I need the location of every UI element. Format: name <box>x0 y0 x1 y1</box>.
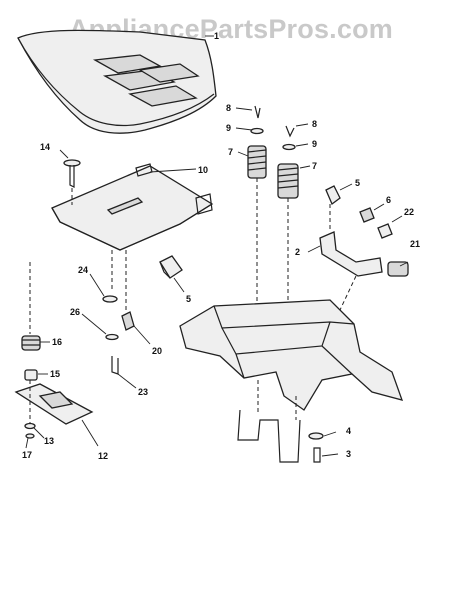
callout-7-right: 7 <box>312 161 317 171</box>
frame <box>179 299 404 463</box>
bracket-assembly <box>319 185 409 311</box>
callout-1: 1 <box>214 31 219 41</box>
callout-12: 12 <box>98 451 108 461</box>
callout-22: 22 <box>404 207 414 217</box>
callout-10: 10 <box>198 165 208 175</box>
callout-16: 16 <box>52 337 62 347</box>
bolt-14 <box>63 159 81 205</box>
callout-3: 3 <box>346 449 351 459</box>
washers-and-bolts <box>102 250 135 375</box>
seat-pan <box>51 163 214 251</box>
washer-bolt-4-3 <box>308 432 324 463</box>
callout-5-lower: 5 <box>186 294 191 304</box>
callout-5-upper: 5 <box>355 178 360 188</box>
callout-17: 17 <box>22 450 32 460</box>
callout-7-left: 7 <box>228 147 233 157</box>
callout-14: 14 <box>40 142 50 152</box>
callout-20: 20 <box>152 346 162 356</box>
callout-26: 26 <box>70 307 80 317</box>
callout-2: 2 <box>295 247 300 257</box>
callout-labels: 1 2 3 4 5 5 6 7 7 8 8 9 9 10 12 13 14 15… <box>22 31 420 461</box>
callout-9-right: 9 <box>312 139 317 149</box>
bumper-plate-assembly <box>14 262 94 439</box>
callout-15: 15 <box>50 369 60 379</box>
spring-assembly <box>247 105 299 340</box>
callout-4: 4 <box>346 426 351 436</box>
callout-23: 23 <box>138 387 148 397</box>
callout-9-left: 9 <box>226 123 231 133</box>
callout-6: 6 <box>386 195 391 205</box>
callout-24: 24 <box>78 265 88 275</box>
leader-lines <box>25 35 409 457</box>
callout-8-right: 8 <box>312 119 317 129</box>
seat <box>17 29 217 134</box>
callout-8-left: 8 <box>226 103 231 113</box>
callout-13: 13 <box>44 436 54 446</box>
clip-5 <box>159 255 183 279</box>
callout-21: 21 <box>410 239 420 249</box>
